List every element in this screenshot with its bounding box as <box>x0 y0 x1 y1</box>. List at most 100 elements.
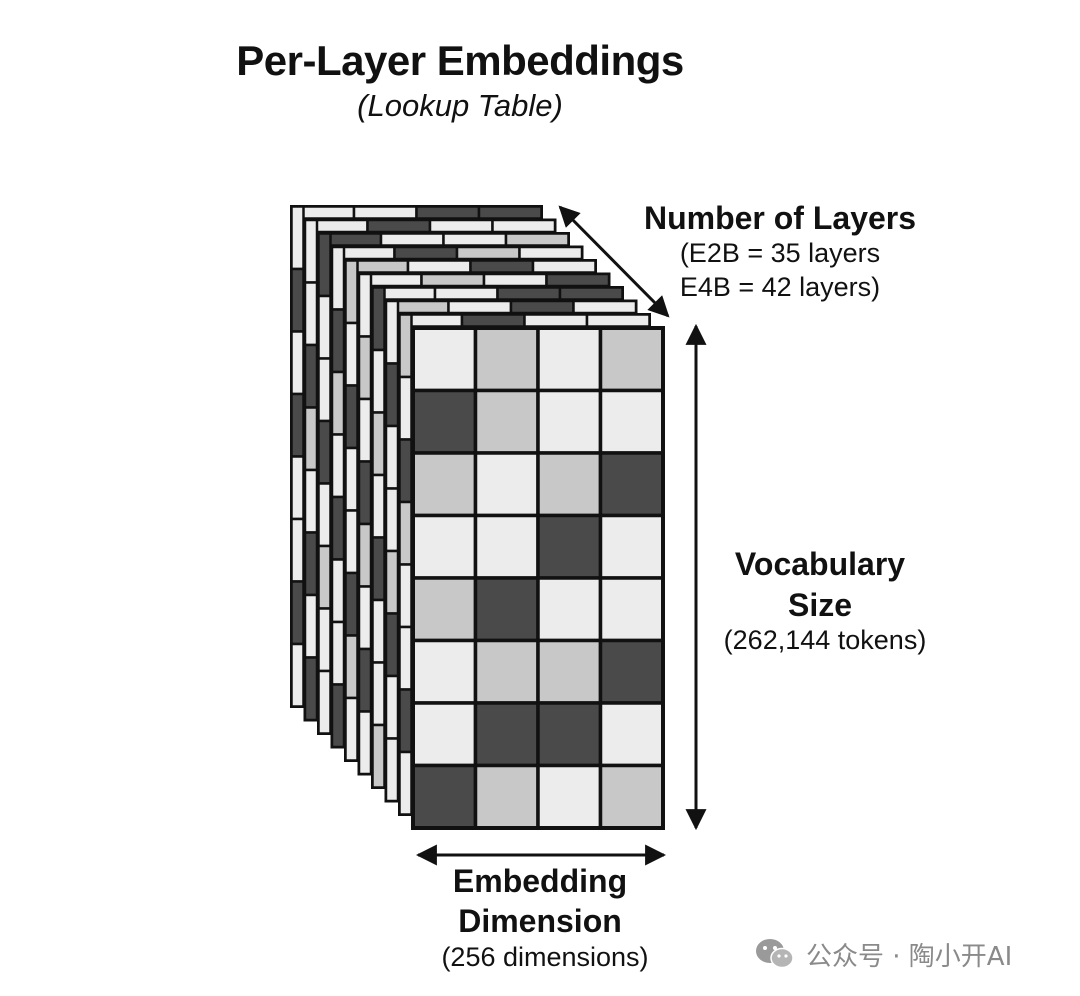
vocab-label-detail: (262,144 tokens) <box>723 625 927 655</box>
embedding-cell <box>473 326 540 393</box>
embedding-cell <box>598 701 665 768</box>
vocab-label-line1: Vocabulary <box>734 546 906 582</box>
layer-side-cell <box>330 370 346 436</box>
layer-top-cell <box>460 313 526 328</box>
embedding-cell <box>473 576 540 643</box>
layer-side-cell <box>290 205 305 271</box>
layer-side-cell <box>317 544 332 610</box>
layer-side-cell <box>357 647 373 713</box>
layer-side-cell <box>303 343 319 409</box>
diagram-subtitle: (Lookup Table) <box>357 88 563 123</box>
layer-side-cell <box>317 607 332 673</box>
layer-side-cell <box>384 549 400 615</box>
layer-side-cell <box>330 620 346 686</box>
layer-top-cell <box>406 259 472 274</box>
layer-top-cell <box>491 218 557 234</box>
layer-side-cell <box>317 669 332 735</box>
embedding-cell <box>411 388 478 455</box>
layer-side-cell <box>290 267 305 333</box>
layer-top-cell <box>531 259 597 274</box>
layer-top-cell <box>477 205 543 220</box>
embedding-cell <box>411 763 478 830</box>
embedding-cell <box>598 763 665 830</box>
embedding-cell <box>598 638 665 705</box>
layers-label-line1: (E2B = 35 layers <box>679 238 881 268</box>
layer-side-cell <box>344 321 359 387</box>
arrows <box>415 205 707 866</box>
layer-side-cell <box>398 625 413 691</box>
embedding-cell <box>411 513 478 580</box>
layer-top-cell <box>523 313 589 328</box>
layer-side-cell <box>398 313 413 379</box>
layer-side-cell <box>317 482 332 548</box>
embedding-cell <box>536 763 603 830</box>
embedding-cell <box>473 763 540 830</box>
layer-side-cell <box>330 495 346 561</box>
layer-side-cell <box>290 642 305 708</box>
layer-side-cell <box>384 737 400 803</box>
embedding-cell <box>598 326 665 393</box>
layer-side-cell <box>344 384 359 450</box>
watermark-text: 公众号 · 陶小开AI <box>806 941 1013 972</box>
embedding-label-detail: (256 dimensions) <box>441 942 649 972</box>
layer-top-cell <box>379 232 445 247</box>
layer-side-cell <box>344 571 359 637</box>
layer-side-cell <box>344 446 359 512</box>
embedding-cell <box>411 638 478 705</box>
layer-top-cell <box>585 313 651 328</box>
embedding-cell <box>536 326 603 393</box>
layer-side-cell <box>398 750 413 816</box>
embedding-label-line1: Embedding <box>452 863 628 899</box>
layer-side-cell <box>371 473 386 539</box>
layer-side-cell <box>398 438 413 504</box>
layer-top-cell <box>545 272 611 288</box>
layer-side-cell <box>317 419 332 485</box>
embedding-cell <box>473 388 540 455</box>
layer-top-cell <box>455 245 521 261</box>
layer-side-cell <box>330 683 346 749</box>
layer-side-cell <box>303 531 319 597</box>
layer-side-cell <box>371 598 386 664</box>
layer-side-cell <box>357 460 373 526</box>
embedding-cell <box>411 451 478 518</box>
layer-top-cell <box>352 205 418 220</box>
wechat-icon <box>756 939 794 969</box>
layer-side-cell <box>371 536 386 602</box>
layer-side-cell <box>357 397 373 463</box>
embedding-cell <box>536 388 603 455</box>
layer-top-cell <box>433 286 499 301</box>
layer-side-cell <box>290 455 305 521</box>
embedding-label-line2: Dimension <box>458 903 622 939</box>
layer-side-cell <box>344 696 359 762</box>
embedding-cell <box>598 388 665 455</box>
vocab-label-line2: Size <box>787 587 853 623</box>
layer-side-cell <box>330 308 346 374</box>
layer-top-cell <box>558 286 624 301</box>
layer-side-cell <box>371 723 386 789</box>
layer-top-cell <box>415 205 481 220</box>
layers-arrow <box>558 205 670 318</box>
layer-top-cell <box>393 245 459 261</box>
embedding-cell <box>536 513 603 580</box>
embedding-cell <box>598 576 665 643</box>
layer-side-cell <box>384 612 400 678</box>
layer-top-cell <box>504 232 570 247</box>
layer-side-cell <box>330 245 346 311</box>
layer-top-cell <box>428 218 494 234</box>
layer-side-cell <box>398 500 413 566</box>
layer-side-cell <box>317 232 332 298</box>
layer-top-cell <box>518 245 584 261</box>
layer-side-cell <box>303 593 319 659</box>
layer-side-cell <box>398 563 413 629</box>
layer-top-cell <box>447 299 513 315</box>
layer-side-cell <box>384 424 400 490</box>
watermark: 公众号 · 陶小开AI <box>754 932 1064 976</box>
layer-side-cell <box>303 656 319 722</box>
layer-side-cell <box>330 433 346 499</box>
diagram-title: Per-Layer Embeddings <box>236 37 684 84</box>
layer-side-cell <box>371 348 386 414</box>
layer-side-cell <box>303 218 319 284</box>
embedding-cell <box>536 701 603 768</box>
layer-side-cell <box>344 509 359 575</box>
front-grid-border <box>411 326 665 830</box>
